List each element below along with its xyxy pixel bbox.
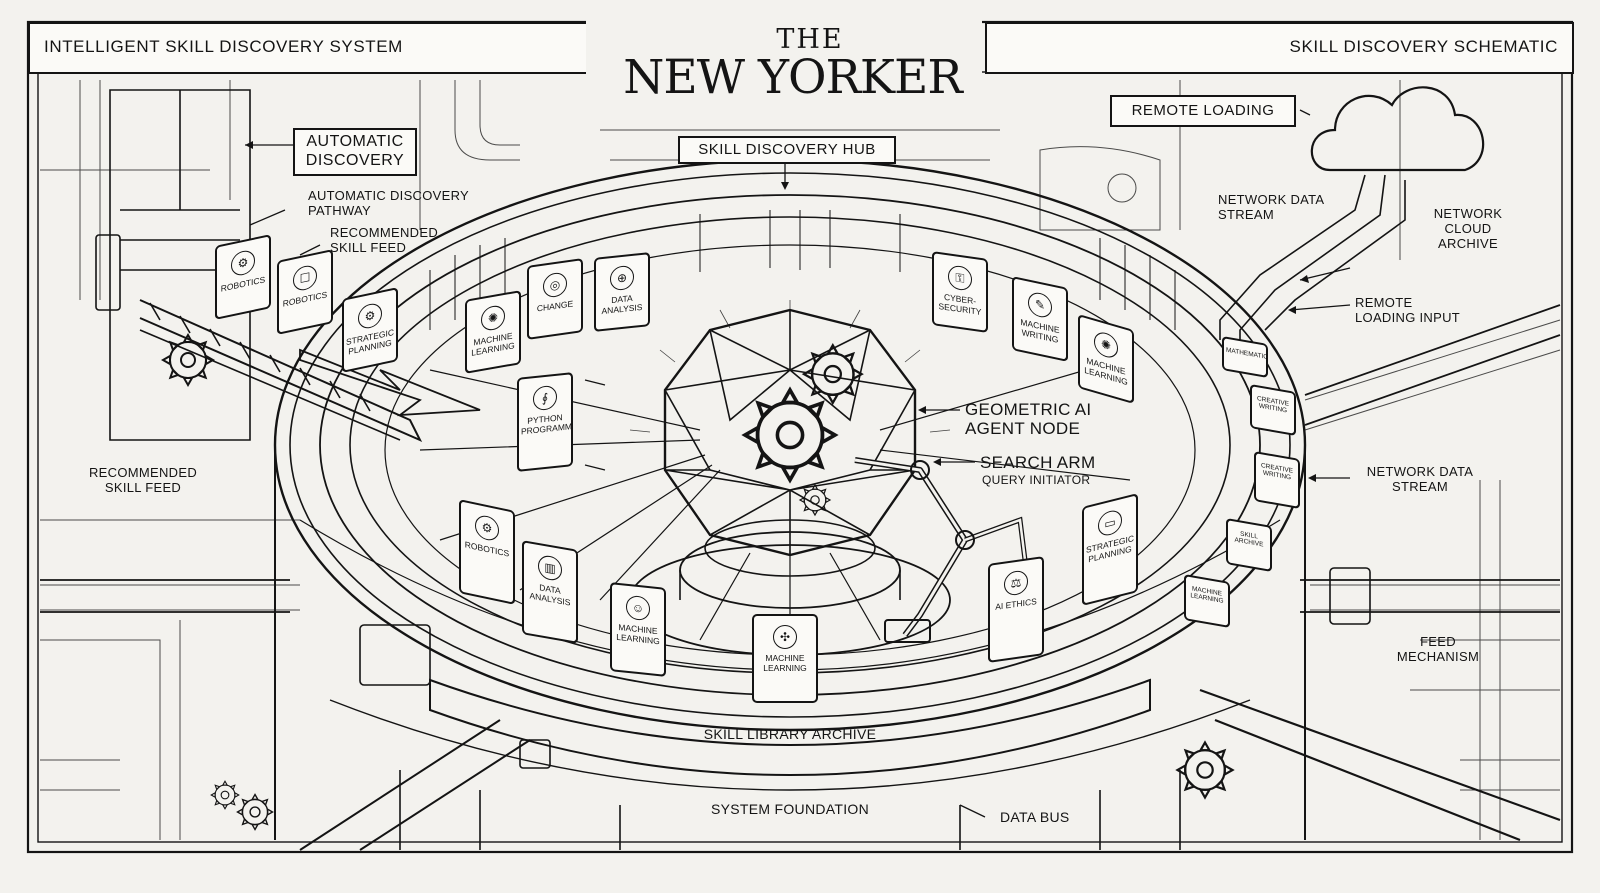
skill-card-robotics: ☐ROBOTICS [277,249,333,335]
robot-icon: ☺ [626,594,650,622]
data-bus-label: DATA BUS [1000,809,1070,825]
network-data-stream-top-label: NETWORK DATA STREAM [1218,192,1324,222]
schematic-title-box: SKILL DISCOVERY SCHEMATIC [985,22,1574,74]
stream-card-creative-writing: CREATIVE WRITING [1250,383,1296,437]
recommended-skill-feed-left-label: RECOMMENDED SKILL FEED [88,465,198,495]
chart-icon: ▥ [538,553,562,583]
skill-library-archive-label: SKILL LIBRARY ARCHIVE [703,726,877,742]
skill-card-machine-learning: ✺MACHINE LEARNING [465,290,521,374]
search-arm-label: SEARCH ARM [980,453,1096,472]
recommended-skill-feed-top-label: RECOMMENDED SKILL FEED [330,225,439,255]
geometric-ai-agent-node-label: GEOMETRIC AI AGENT NODE [965,400,1092,438]
skill-card-ai-ethics: ⚖AI ETHICS [988,556,1044,663]
skill-card-data-analysis: ⊕DATA ANALYSIS [594,252,650,332]
skill-card-strategic-planning: ▭STRATEGIC PLANNING [1082,493,1138,606]
network-icon: ✣ [773,625,797,649]
system-title-box: INTELLIGENT SKILL DISCOVERY SYSTEM [28,22,588,74]
python-icon: ∮ [533,384,557,412]
skill-card-change: ◎CHANGE [527,258,583,340]
brain-icon: ✺ [1094,329,1118,361]
masthead-the: THE [776,24,844,55]
gear-icon: ⚙ [231,248,255,278]
skill-card-strategic-planning: ⚙STRATEGIC PLANNING [342,287,398,373]
skill-card-data-analysis: ▥DATA ANALYSIS [522,540,578,644]
skill-card-machine-learning: ✺MACHINE LEARNING [1078,313,1134,405]
network-data-stream-right-label: NETWORK DATA STREAM [1366,464,1474,494]
remote-loading-input-label: REMOTE LOADING INPUT [1355,295,1461,325]
pen-icon: ✎ [1028,290,1052,320]
brain-icon: ⚖ [1004,569,1028,597]
masthead-box [586,14,982,116]
skill-card-cybersecurity: ⚿CYBER-SECURITY [932,251,988,333]
system-foundation-label: SYSTEM FOUNDATION [710,801,870,817]
brain-icon: ✺ [481,303,505,333]
skill-card-robotics: ⚙ROBOTICS [459,499,515,605]
remote-loading-label: REMOTE LOADING [1110,95,1296,127]
schematic-title: SKILL DISCOVERY SCHEMATIC [1289,37,1558,56]
masthead-logo: NEW YORKER [623,50,962,105]
skill-card-machine-learning: ✣MACHINE LEARNING [752,614,818,703]
system-title: INTELLIGENT SKILL DISCOVERY SYSTEM [44,37,403,56]
gear-icon: ⚙ [358,301,382,331]
stream-card-skill-archive: SKILL ARCHIVE [1226,517,1272,573]
gear-icon: ⚙ [475,513,499,543]
automatic-discovery-label: AUTOMATIC DISCOVERY [293,128,417,176]
network-cloud-archive-label: NETWORK CLOUD ARCHIVE [1433,206,1503,251]
query-initiator-label: QUERY INITIATOR [982,473,1091,487]
skill-card-machine-learning: ☺MACHINE LEARNING [610,582,666,677]
skill-card-robotics: ⚙ROBOTICS [215,234,271,320]
skill-card-python-programming: ∮PYTHON PROGRAMMING [517,372,573,472]
skill-card-machine-writing: ✎MACHINE WRITING [1012,276,1068,362]
stream-card-creative-writing: CREATIVE WRITING [1254,450,1300,510]
robot-icon: ☐ [293,263,317,293]
skill-discovery-hub-label: SKILL DISCOVERY HUB [678,136,896,164]
search-icon: ◎ [543,271,567,299]
automatic-discovery-pathway-label: AUTOMATIC DISCOVERY PATHWAY [308,188,469,218]
feed-mechanism-label: FEED MECHANISM [1396,634,1480,664]
chart-icon: ▭ [1098,508,1122,538]
lock-icon: ⚿ [948,264,972,292]
stream-card-machine-learning: MACHINE LEARNING [1184,573,1230,629]
globe-icon: ⊕ [610,264,634,292]
